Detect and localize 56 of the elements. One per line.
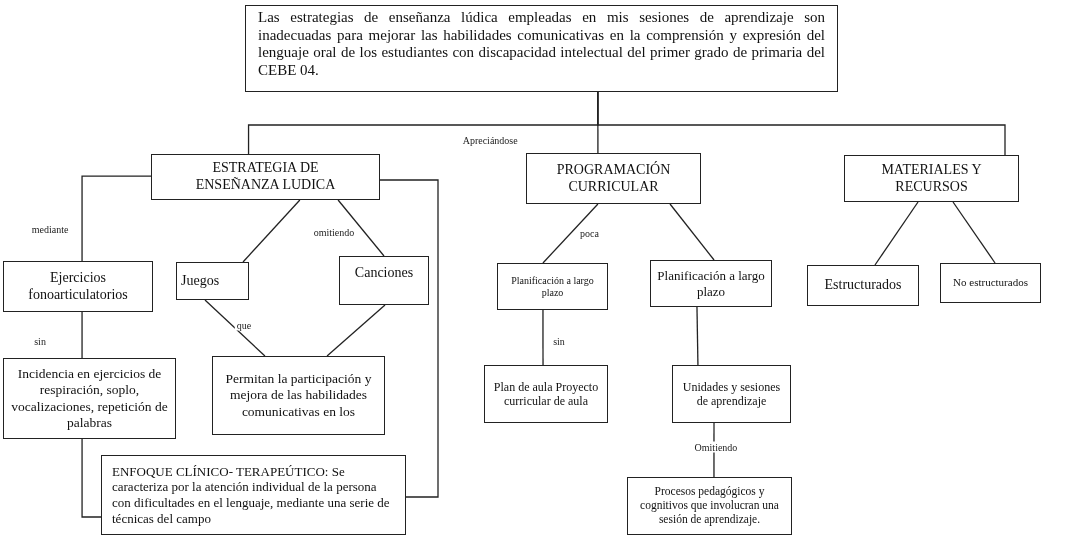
edge-label: omitiendo [311,226,357,238]
connector-line [379,179,439,498]
connector-line [204,299,266,357]
box-text: Plan de aula Proyecto curricular de aula [492,379,600,409]
box-text: Canciones [354,265,414,282]
connector-line [81,311,83,359]
concept-box [245,5,838,92]
concept-box [627,477,792,535]
concept-box [212,356,385,435]
connector-line [669,203,715,261]
box-text: Unidades y sesiones de aprendizaje [681,379,782,409]
concept-box [176,262,249,300]
concept-box [3,358,176,439]
box-text: Las estrategias de enseñanza lúdica empleadas en mis sesiones de aprendizaje son inadecuadas para mejorar las habilidades comunicativas en la comprensión y expresión del lenguaje oral de los estudiantes con discapacidad intelectual del primer grado de primaria del CEBE 04. [258,9,825,80]
box-text: ENFOQUE CLÍNICO- TERAPEÚTICO: Se caracteriza por la atención individual de la persona con dificultades en el lenguaje, mediante una serie de técnicas del campo [112,463,391,527]
box-text: Estructurados [824,277,902,294]
concept-box [672,365,791,423]
connector-line [542,203,599,264]
box-text: Ejercicios fonoarticulatorios [27,269,129,304]
box-text: PROGRAMACIÓN CURRICULAR [555,161,672,196]
concept-box [807,265,919,306]
concept-box [151,154,380,200]
concept-box [526,153,701,204]
connector-line [81,438,102,518]
concept-box [497,263,608,310]
edge-label: sin [551,335,567,346]
concept-box [484,365,608,423]
connector-line [242,199,301,263]
connector-line [337,199,385,257]
connector-line [713,422,715,478]
edge-label: Apreciándose [460,134,520,146]
concept-box [940,263,1041,303]
edge-label: Omitiendo [692,441,740,453]
connector-line [326,304,386,357]
connector-line [696,306,699,366]
box-text: No estructurados [953,276,1028,290]
box-text: ESTRATEGIA DE ENSEÑANZA LUDICA [194,160,337,194]
box-text: Planificación a largo plazo [510,274,595,299]
connector-line [952,201,996,264]
edge-label: sin [32,335,48,347]
box-text: Procesos pedagógicos y cognitivos que involucran una sesión de aprendizaje. [639,485,780,527]
box-text: Planificación a largo plazo [656,267,766,300]
box-text: Permitan la participación y mejora de las habilidades comunicativas en los [224,371,373,420]
connector-line [542,309,544,366]
box-text: MATERIALES Y RECURSOS [880,161,983,196]
concept-box [844,155,1019,202]
concept-box [101,455,406,535]
concept-box [339,256,429,305]
box-text: Incidencia en ejercicios de respiración, soplo, vocalizaciones, repetición de palabras [10,366,169,431]
connector-line [874,201,919,266]
concept-box [3,261,153,312]
connector-line [597,91,1006,156]
box-text: Juegos [181,272,220,290]
connector-line [81,175,152,262]
edge-label: mediante [29,223,71,235]
concept-box [650,260,772,307]
